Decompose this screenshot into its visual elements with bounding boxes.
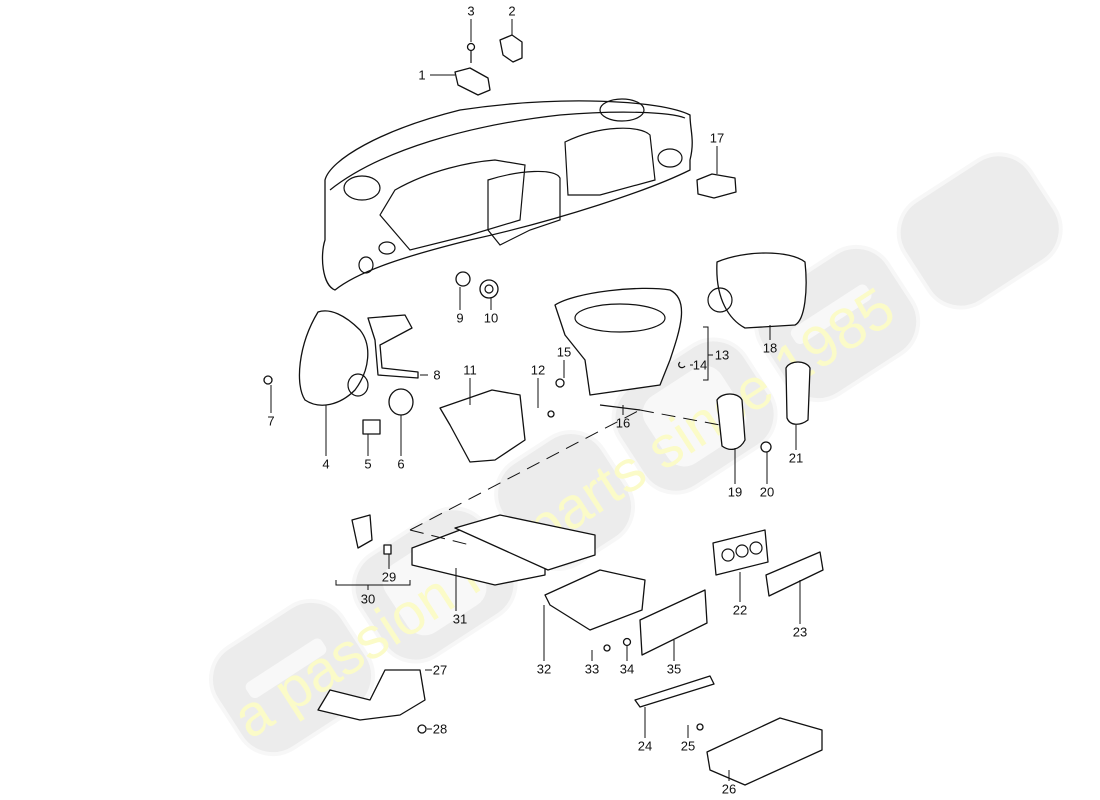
part-7-screw (263, 375, 273, 385)
callout-10[interactable]: 10 (483, 310, 499, 326)
assembly-line (409, 409, 641, 531)
callout-15[interactable]: 15 (556, 344, 572, 360)
callout-33[interactable]: 33 (584, 661, 600, 677)
part-13-center-vent (554, 287, 683, 396)
part-11-air-duct (439, 389, 526, 463)
callout-27[interactable]: 27 (432, 662, 448, 678)
assembly-line (409, 529, 471, 546)
part-1-bracket (454, 67, 491, 96)
callout-22[interactable]: 22 (732, 602, 748, 618)
part-2-sensor (499, 34, 523, 63)
callout-9[interactable]: 9 (456, 310, 464, 326)
callout-17[interactable]: 17 (709, 130, 725, 146)
part-26-storage-box (706, 717, 823, 786)
leader-lines (270, 19, 801, 781)
callout-12[interactable]: 12 (530, 362, 546, 378)
callout-35[interactable]: 35 (666, 661, 682, 677)
part-8-bracket (367, 314, 419, 379)
part-21-vent-panel (785, 361, 811, 425)
callout-13[interactable]: 13 (714, 347, 730, 363)
dashboard-carrier (321, 98, 693, 291)
part-3-screw (466, 42, 476, 63)
part-6-vent-knob (388, 388, 414, 416)
callout-7[interactable]: 7 (267, 413, 275, 429)
callout-18[interactable]: 18 (762, 340, 778, 356)
callout-25[interactable]: 25 (680, 738, 696, 754)
callout-26[interactable]: 26 (721, 781, 737, 797)
part-17-switch (696, 173, 737, 199)
part-25-screw (696, 723, 704, 731)
callout-2[interactable]: 2 (508, 3, 516, 19)
callout-3[interactable]: 3 (467, 3, 475, 19)
part-28-nut (417, 724, 427, 734)
callout-30[interactable]: 30 (360, 591, 376, 607)
part-18-airbag-module (716, 252, 807, 329)
callout-19[interactable]: 19 (727, 484, 743, 500)
part-22-control-panel (712, 529, 769, 576)
callout-1[interactable]: 1 (418, 67, 426, 83)
part-4-side-vent (298, 310, 369, 406)
part-9-grommet (455, 271, 471, 287)
callout-32[interactable]: 32 (536, 661, 552, 677)
part-29-clip (383, 544, 392, 555)
callout-21[interactable]: 21 (788, 450, 804, 466)
callout-31[interactable]: 31 (452, 611, 468, 627)
callout-20[interactable]: 20 (759, 484, 775, 500)
part-34-nut (622, 637, 632, 647)
callout-5[interactable]: 5 (364, 456, 372, 472)
part-20-knob (760, 441, 772, 453)
callout-34[interactable]: 34 (619, 661, 635, 677)
part-32-radio-bracket (544, 569, 646, 631)
callout-14[interactable]: 14 (692, 357, 708, 373)
callout-24[interactable]: 24 (637, 738, 653, 754)
part-14-clip (678, 361, 686, 369)
part-5-clip (362, 419, 381, 435)
part-10-trim-ring (479, 279, 499, 299)
part-27-cover (317, 669, 426, 721)
part-35-blank-panel (639, 589, 708, 656)
callout-29[interactable]: 29 (381, 569, 397, 585)
callout-6[interactable]: 6 (397, 456, 405, 472)
part-23-frame (765, 551, 824, 597)
callout-8[interactable]: 8 (433, 367, 441, 383)
part-24-mounting-bar (634, 675, 715, 708)
part-19-vent-panel (716, 393, 746, 451)
part-33-screw (603, 644, 611, 652)
callout-23[interactable]: 23 (792, 624, 808, 640)
callout-16[interactable]: 16 (615, 415, 631, 431)
assembly-line (639, 409, 721, 426)
part-15-clip (555, 378, 565, 388)
callout-4[interactable]: 4 (322, 456, 330, 472)
callout-28[interactable]: 28 (432, 721, 448, 737)
part-16-screw (599, 404, 641, 411)
part-30-bracket (351, 514, 373, 549)
callout-11[interactable]: 11 (463, 362, 477, 378)
